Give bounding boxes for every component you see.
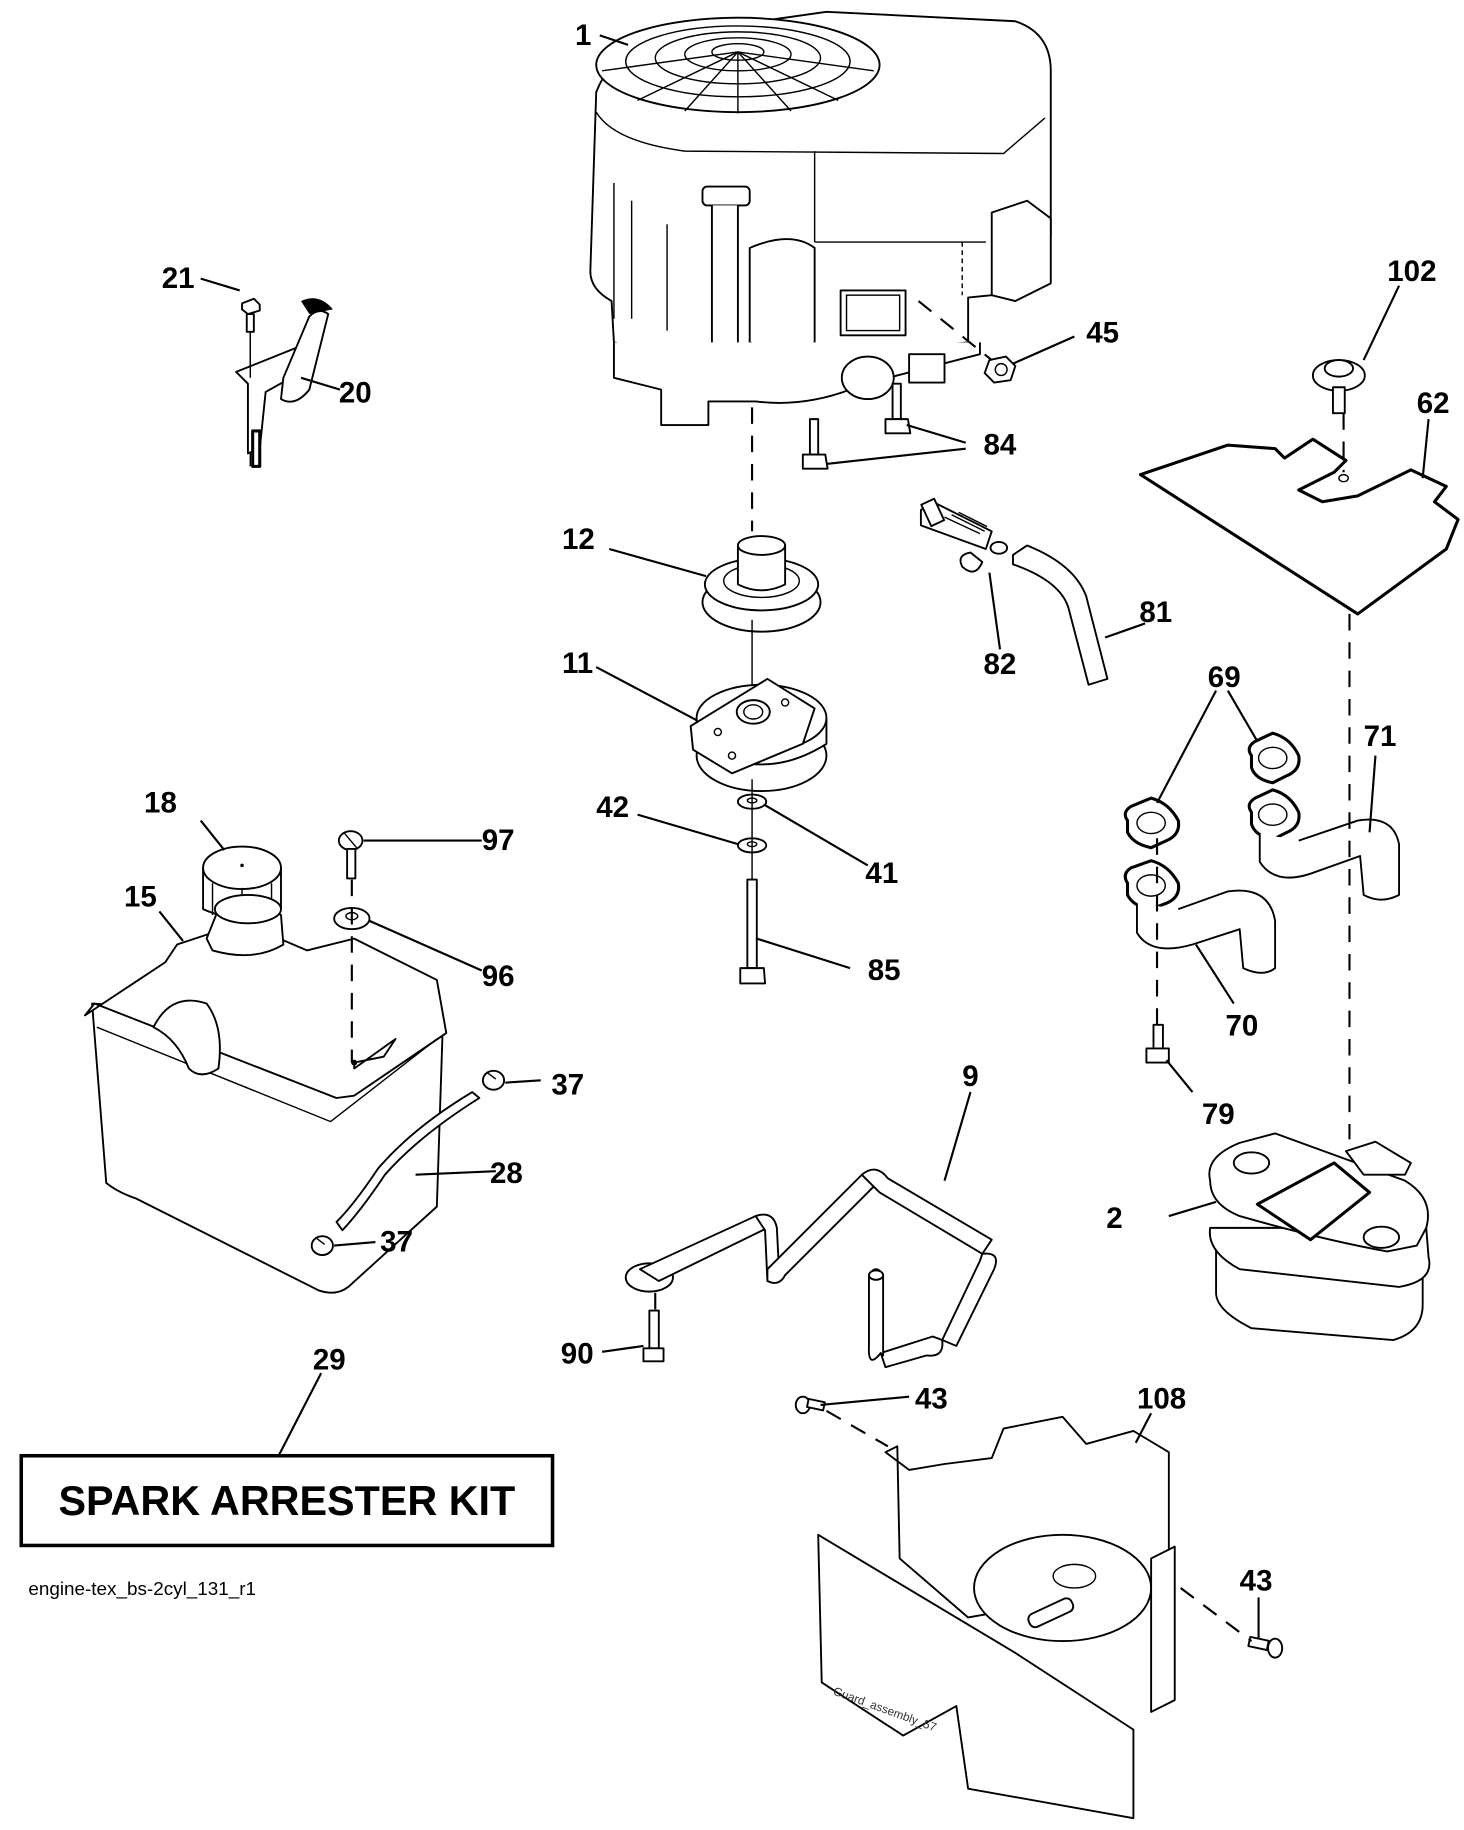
diagram-file-name: engine-tex_bs-2cyl_131_r1 <box>28 1579 256 1600</box>
callout-85: 85 <box>868 954 901 987</box>
callout-45: 45 <box>1086 316 1119 349</box>
callout-1: 1 <box>575 19 591 52</box>
callout-15: 15 <box>124 881 157 914</box>
bolt-79-part[interactable] <box>1145 1023 1170 1064</box>
callout-42: 42 <box>596 791 629 824</box>
callout-69: 69 <box>1208 661 1241 694</box>
clutch-part[interactable] <box>689 677 828 792</box>
callout-79: 79 <box>1202 1098 1235 1131</box>
callout-labels: 1 21 20 45 102 62 84 12 11 82 81 69 71 7… <box>124 19 1450 1597</box>
callout-71: 71 <box>1364 720 1397 753</box>
callout-96: 96 <box>482 960 515 993</box>
guard-108-part[interactable]: Guard_assembly_57 <box>817 1415 1176 1820</box>
muffler-part[interactable] <box>1208 1132 1431 1341</box>
callout-90: 90 <box>561 1338 594 1371</box>
callout-84: 84 <box>983 429 1016 462</box>
bolt-102-part[interactable] <box>1311 359 1366 415</box>
callout-41: 41 <box>865 857 898 890</box>
clamp-37-lower-part[interactable] <box>310 1235 334 1256</box>
screw-43-left-part[interactable] <box>794 1395 826 1415</box>
nut-45-part[interactable] <box>983 355 1017 384</box>
callout-62: 62 <box>1417 387 1450 420</box>
callout-9: 9 <box>962 1060 978 1093</box>
callout-102: 102 <box>1387 255 1436 288</box>
assembly-lines <box>249 300 1351 1642</box>
callout-37-upper: 37 <box>551 1068 584 1101</box>
spark-arrester-kit-label: SPARK ARRESTER KIT <box>59 1478 516 1524</box>
callout-12: 12 <box>562 523 595 556</box>
heat-shield-plate-part[interactable] <box>1138 437 1460 616</box>
fan-grille-spokes <box>602 51 874 114</box>
clamp-37-upper-part[interactable] <box>481 1069 506 1091</box>
callout-43-right: 43 <box>1240 1564 1273 1597</box>
throttle-control-part[interactable] <box>235 297 333 468</box>
bolt-90-part[interactable] <box>642 1309 665 1363</box>
callout-82: 82 <box>983 648 1016 681</box>
oil-drain-hose-part[interactable] <box>1012 544 1109 686</box>
callout-97: 97 <box>482 824 515 857</box>
fuel-line-part[interactable] <box>335 1091 481 1232</box>
pulley-part[interactable] <box>701 535 822 633</box>
fuel-tank-part[interactable] <box>84 893 448 1294</box>
drain-valve-part[interactable] <box>919 497 1009 573</box>
callout-11: 11 <box>562 647 593 680</box>
spark-arrester-kit-box[interactable]: SPARK ARRESTER KIT <box>19 1453 555 1548</box>
bolt-84-part[interactable] <box>801 382 912 470</box>
callout-43-left: 43 <box>915 1383 948 1416</box>
callout-29: 29 <box>313 1344 346 1377</box>
callout-2: 2 <box>1106 1202 1122 1235</box>
screw-97-part[interactable] <box>337 830 364 880</box>
bolt-85-part[interactable] <box>739 878 767 985</box>
heat-shield-tube-part[interactable] <box>624 1168 997 1369</box>
exhaust-pipe-71-part[interactable] <box>1247 788 1401 901</box>
callout-18: 18 <box>144 786 177 819</box>
screw-43-right-part[interactable] <box>1247 1635 1284 1659</box>
callout-81: 81 <box>1139 596 1172 629</box>
callout-21: 21 <box>162 262 195 295</box>
leader-lines <box>158 34 1430 1639</box>
callout-108: 108 <box>1137 1383 1186 1416</box>
callout-20: 20 <box>339 377 372 410</box>
gasket-69-part[interactable] <box>1123 731 1301 850</box>
exhaust-pipe-70-part[interactable] <box>1123 859 1277 974</box>
callout-28: 28 <box>490 1157 523 1190</box>
callout-37-lower: 37 <box>380 1225 413 1258</box>
callout-70: 70 <box>1226 1009 1259 1042</box>
engine-part[interactable] <box>589 10 1052 426</box>
